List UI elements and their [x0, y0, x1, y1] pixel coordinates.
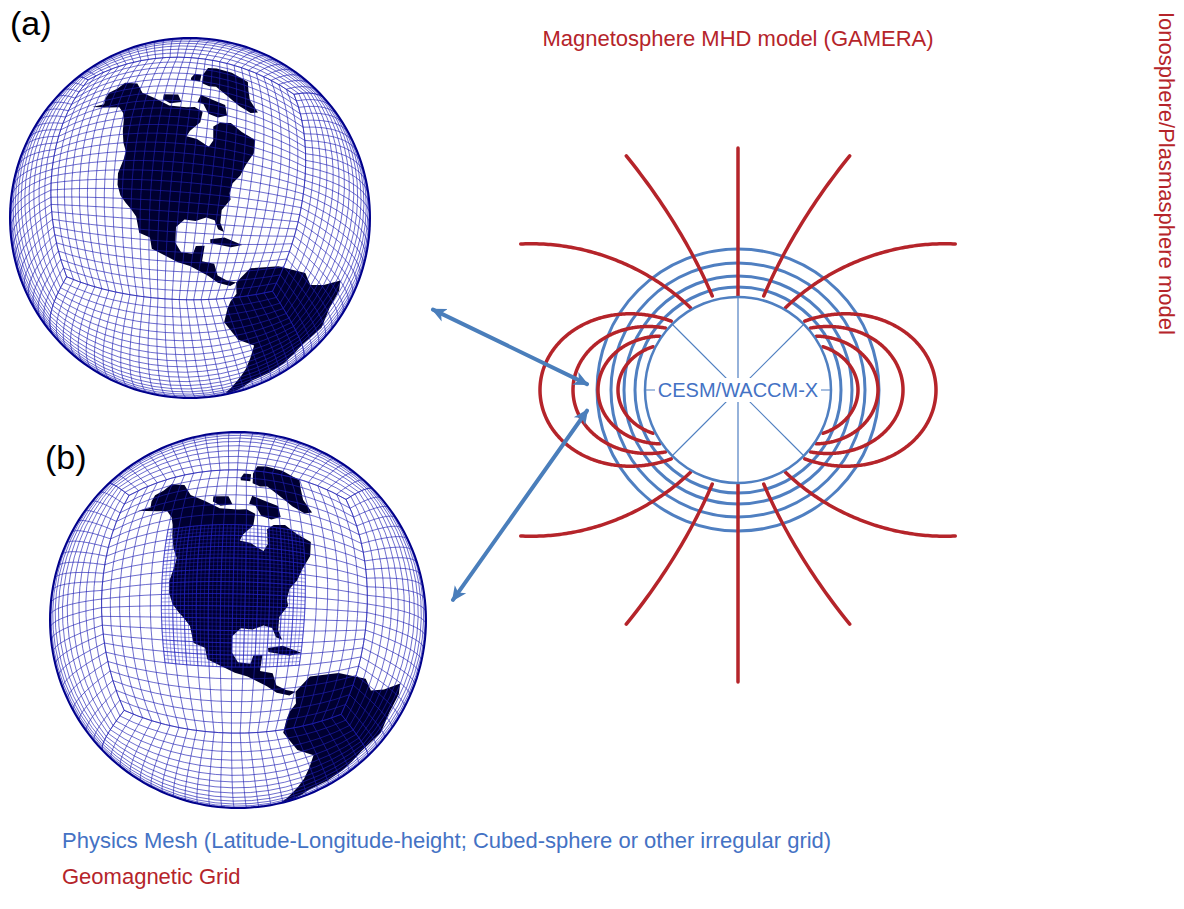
refined-mesh — [161, 524, 305, 667]
earth-outline — [645, 297, 831, 483]
field-axis — [736, 484, 740, 682]
panel-label: (b) — [45, 438, 87, 477]
double-arrow — [453, 411, 587, 600]
double-arrow — [433, 310, 587, 384]
legend-note: Geomagnetic Grid — [62, 864, 241, 890]
field-line — [764, 484, 850, 624]
connectors — [433, 310, 587, 600]
model-name: CESM/WACCM-X — [655, 378, 821, 402]
legend-note: Physics Mesh (Latitude-Longitude-height;… — [62, 828, 831, 854]
field-line — [521, 472, 691, 536]
globe-panel: (b) — [30, 430, 450, 810]
field-line — [786, 244, 956, 308]
globe-outline — [10, 38, 370, 398]
ring — [624, 276, 852, 504]
field-axis — [736, 148, 740, 296]
globe-panel: (a) — [0, 0, 430, 430]
field-line — [521, 244, 691, 308]
globe-illustration — [0, 0, 430, 430]
land-mass — [198, 95, 228, 118]
cubed-sphere-mesh — [10, 38, 370, 398]
globe-illustration — [30, 430, 450, 810]
cubed-sphere-mesh — [50, 432, 426, 808]
model-title: Magnetosphere MHD model (GAMERA) — [542, 26, 933, 52]
globe-outline — [50, 432, 426, 808]
land-mass — [241, 473, 252, 481]
field-line — [786, 472, 956, 536]
panel-label: (a) — [10, 4, 52, 43]
ocean — [10, 38, 370, 398]
field-line — [764, 156, 850, 296]
field-line — [626, 484, 712, 624]
model-circle: CESM/WACCM-X — [590, 242, 886, 538]
land-mass — [210, 238, 242, 248]
ring — [611, 263, 865, 517]
field-line — [626, 156, 712, 296]
model-title: Ionosphere/Plasmasphere model — [1153, 12, 1179, 335]
ocean — [50, 432, 426, 808]
